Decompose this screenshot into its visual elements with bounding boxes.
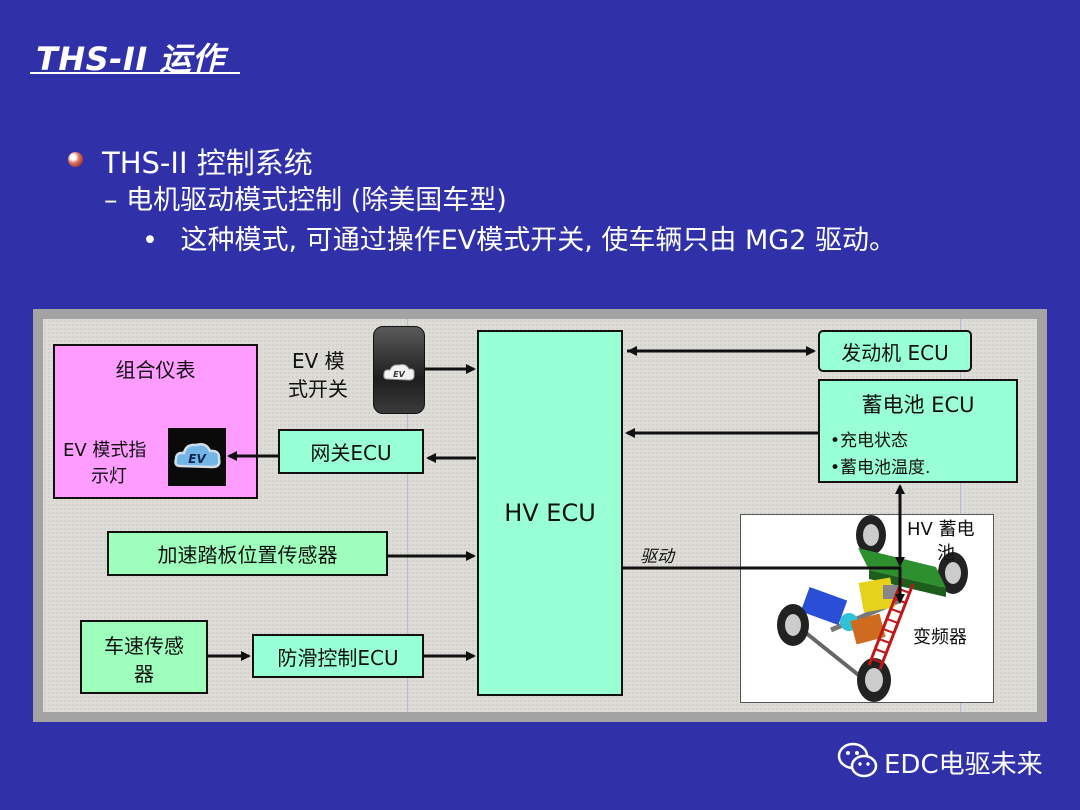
battery-ecu-title: 蓄电池 ECU: [861, 393, 975, 417]
hv-battery-label-line2: 池: [937, 543, 955, 564]
ev-indicator-label-line2: 示灯: [91, 466, 127, 487]
ev-indicator-lamp-icon: EV: [168, 428, 226, 486]
bullet-ball-icon: [68, 152, 83, 167]
ev-lamp-text: EV: [188, 452, 207, 466]
bullet-level-2: – 电机驱动模式控制 (除美国车型): [104, 185, 507, 216]
speed-sensor-label-line2: 器: [134, 662, 154, 686]
bullet-dot-text: •: [142, 225, 158, 256]
arrow-drive-to-inverter: [623, 566, 905, 604]
ev-switch-label-line1: EV 模: [292, 349, 345, 373]
battery-ecu-item: •蓄电池温度.: [830, 458, 931, 478]
hv-battery-label-line1: HV 蓄电: [907, 519, 975, 540]
ev-indicator-label-line1: EV 模式指: [63, 440, 147, 461]
engine-ecu-box: 发动机 ECU: [818, 330, 972, 372]
wechat-icon: [837, 740, 879, 780]
bullet-level-1: THS-II 控制系统: [102, 146, 313, 180]
gateway-ecu-box: 网关ECU: [278, 429, 424, 474]
battery-ecu-item: •充电状态: [830, 431, 909, 451]
inverter-label: 变频器: [913, 627, 967, 648]
battery-ecu-box: 蓄电池 ECU •充电状态 •蓄电池温度.: [818, 379, 1018, 483]
ev-switch-text: EV: [393, 370, 405, 379]
drivetrain-icon: [777, 515, 968, 702]
ev-switch-label-line2: 式开关: [288, 377, 348, 401]
bullet-level-3: • 这种模式, 可通过操作EV模式开关, 使车辆只由 MG2 驱动。: [142, 218, 896, 257]
hv-ecu-box: HV ECU: [477, 330, 623, 696]
drive-label: 驱动: [640, 547, 674, 567]
accelerator-pedal-sensor-box: 加速踏板位置传感器: [107, 531, 388, 576]
slide-title: THS-II 运作: [36, 40, 225, 78]
brand-watermark: EDC电驱未来: [884, 750, 1043, 780]
guide-line: [407, 319, 408, 712]
combination-meter-label: 组合仪表: [115, 358, 196, 382]
ev-mode-switch-icon: EV: [373, 326, 425, 414]
vehicle-speed-sensor-box: 车速传感 器: [80, 620, 208, 694]
skid-control-ecu-box: 防滑控制ECU: [252, 634, 424, 678]
vehicle-drivetrain-illustration: HV 蓄电 池 变频器: [740, 514, 994, 703]
speed-sensor-label-line1: 车速传感: [104, 634, 184, 658]
title-underline: [30, 72, 240, 74]
combination-meter-box: 组合仪表 EV 模式指 示灯 EV: [53, 344, 258, 499]
bullet-level-3-text: 这种模式, 可通过操作EV模式开关, 使车辆只由 MG2 驱动。: [180, 225, 896, 256]
